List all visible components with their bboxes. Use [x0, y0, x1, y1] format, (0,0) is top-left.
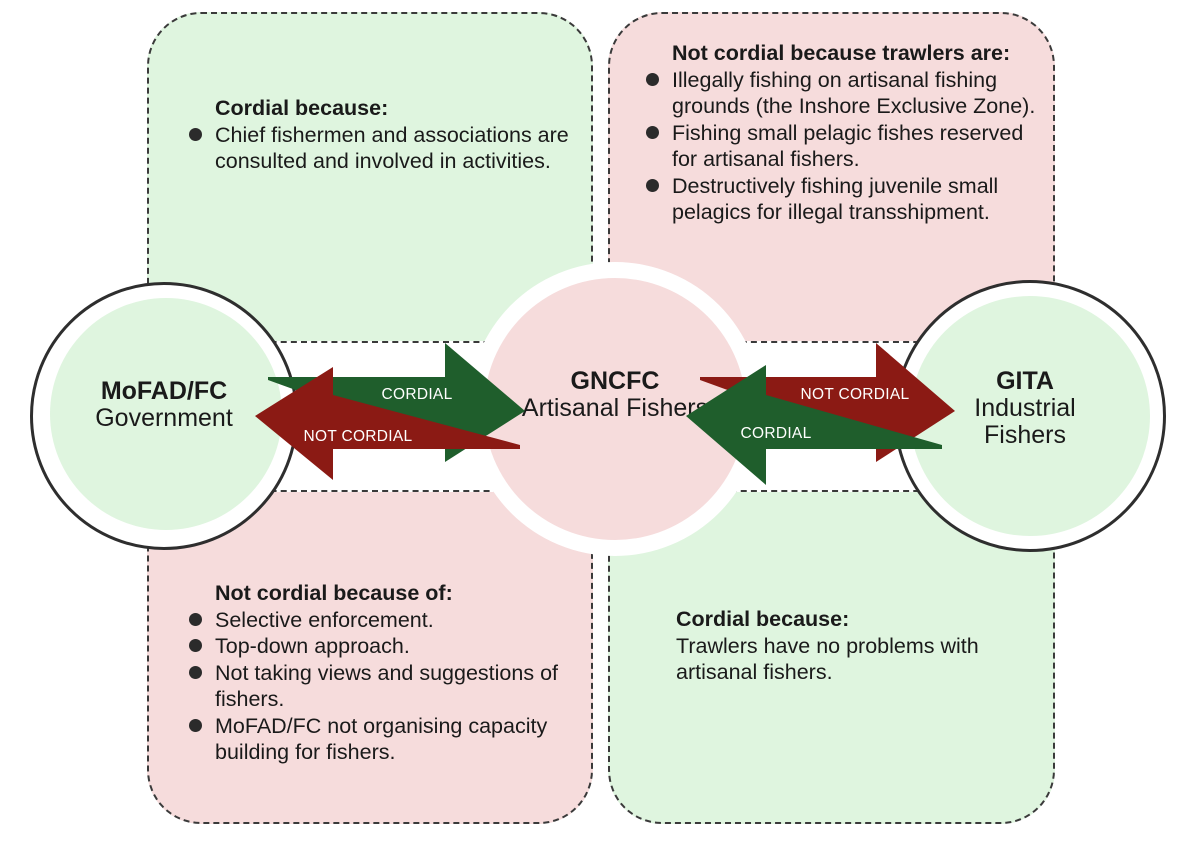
reason-item: Fishing small pelagic fishes reserved fo…: [646, 120, 1046, 173]
reason-list: Selective enforcement. Top-down approach…: [189, 607, 584, 766]
node-name: Industrial Fishers: [974, 394, 1076, 449]
industrial-node: [910, 296, 1150, 536]
not-cordial-arrow-left: [255, 367, 520, 480]
reason-list: Chief fishermen and associations are con…: [189, 122, 584, 175]
node-abbreviation: GNCFC: [570, 367, 660, 395]
cordial-arrow-right: [686, 365, 942, 485]
reason-item: Selective enforcement.: [189, 607, 584, 634]
node-name: Artisanal Fishers: [521, 394, 709, 422]
not-cordial-arrow-label-left: NOT CORDIAL: [304, 428, 413, 445]
industrial-label: GITA Industrial Fishers: [930, 368, 1120, 449]
panel-body: Trawlers have no problems with artisanal…: [676, 633, 979, 685]
not-cordial-arrow-label-right: NOT CORDIAL: [801, 386, 910, 403]
government-label: MoFAD/FC Government: [62, 378, 266, 432]
cordial-arrow-label-right: CORDIAL: [740, 425, 811, 442]
panel-heading: Cordial because:: [676, 607, 850, 631]
reason-item: Illegally fishing on artisanal fishing g…: [646, 67, 1046, 120]
government-node: [50, 298, 282, 530]
reason-item: Chief fishermen and associations are con…: [189, 122, 584, 175]
cordial-government-text: Cordial because: Chief fishermen and ass…: [189, 95, 584, 175]
reason-item: Not taking views and suggestions of fish…: [189, 660, 584, 713]
reason-item: Top-down approach.: [189, 633, 584, 660]
node-name: Government: [95, 404, 233, 432]
cordial-industrial-text: Cordial because: Trawlers have no proble…: [676, 606, 1046, 686]
reason-item: Destructively fishing juvenile small pel…: [646, 173, 1046, 226]
node-abbreviation: GITA: [996, 367, 1054, 395]
panel-heading: Not cordial because trawlers are:: [672, 41, 1011, 65]
not-cordial-industrial-text: Not cordial because trawlers are: Illega…: [646, 40, 1046, 226]
panel-heading: Not cordial because of:: [215, 581, 453, 605]
cordial-arrow-label-left: CORDIAL: [381, 386, 452, 403]
not-cordial-government-text: Not cordial because of: Selective enforc…: [189, 580, 584, 766]
artisanal-label: GNCFC Artisanal Fishers: [520, 368, 710, 422]
reason-list: Illegally fishing on artisanal fishing g…: [646, 67, 1046, 226]
node-abbreviation: MoFAD/FC: [100, 377, 228, 405]
reason-item: MoFAD/FC not organising capacity buildin…: [189, 713, 584, 766]
panel-heading: Cordial because:: [215, 96, 389, 120]
